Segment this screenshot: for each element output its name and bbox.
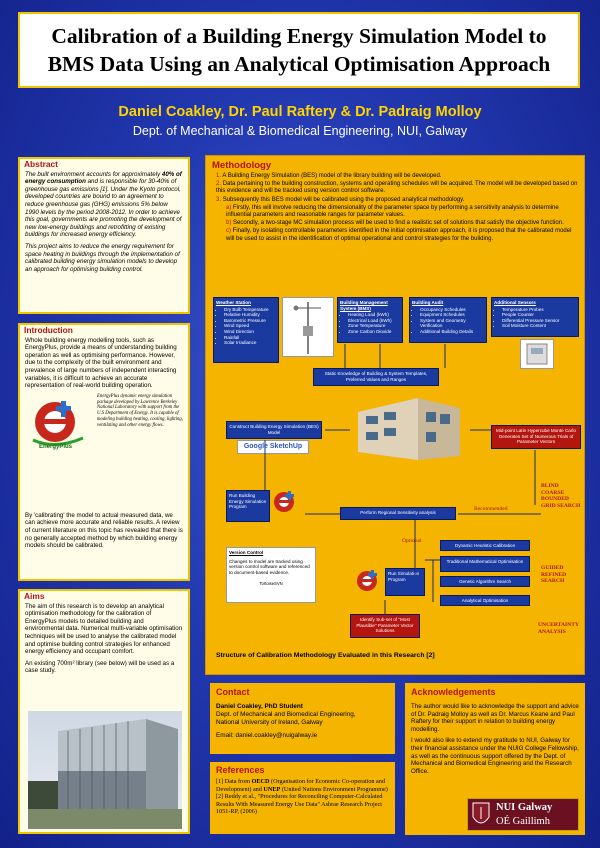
version-control-box: Version Control Changes to model are tra…	[226, 547, 316, 603]
run-simulation-box-2: Run Simulation Program	[385, 568, 425, 596]
energyplus-small-logo-2	[353, 567, 385, 597]
building-model-image	[348, 392, 466, 462]
identify-subset-box: Identify Sub-set of "Most Plausible" Par…	[350, 614, 420, 638]
abstract-title: Abstract	[24, 159, 58, 169]
step-2: 2. Data pertaining to the building const…	[216, 181, 578, 195]
methodology-caption: Structure of Calibration Methodology Eva…	[216, 652, 435, 659]
building-audit-box: Building Audit Occupancy SchedulesEquipm…	[409, 297, 487, 343]
guided-search-label: GUIDED REFINED SEARCH	[541, 565, 567, 585]
diagram-arrows	[264, 344, 541, 615]
energyplus-logo: EnergyPlus	[25, 394, 93, 456]
aims-title: Aims	[24, 591, 45, 601]
weather-mast-image	[282, 297, 334, 357]
bms-box: Building Management System (BMS) Heating…	[337, 297, 403, 343]
contact-email[interactable]: Email: daniel.coakley@nuigalway.ie	[216, 732, 318, 739]
google-sketchup-logo: Google SketchUp	[237, 440, 309, 454]
acknowledgements-title: Acknowledgements	[411, 687, 496, 697]
reference-1: [1] Data from OECD (Organisation for Eco…	[216, 778, 388, 793]
contact-box: Contact Daniel Coakley, PhD Student Dept…	[210, 683, 395, 754]
uncertainty-label: UNCERTAINTY ANALYSIS	[538, 622, 579, 635]
method-dynamic-heuristic: Dynamic Heuristic Calibration	[440, 540, 530, 551]
aims-box: Aims The aim of this research is to deve…	[18, 589, 190, 834]
weather-items: Dry Bulb TemperatureRelative Humidity Ba…	[224, 307, 276, 346]
title-banner: Calibration of a Building Energy Simulat…	[18, 12, 580, 88]
method-genetic: Genetic Algorithm Search	[440, 576, 530, 587]
contact-university: National University of Ireland, Galway	[216, 719, 323, 726]
step-1: 1. A Building Energy Simulation (BES) mo…	[216, 173, 442, 179]
contact-name: Daniel Coakley, PhD Student	[216, 703, 303, 710]
sensitivity-analysis-box: Perform Regional Sensitivity analysis	[340, 507, 456, 520]
tortoise-logo: TortoiseSVN	[259, 581, 283, 587]
optional-label: Optional	[402, 538, 422, 544]
method-analytical: Analytical Optimisation	[440, 595, 530, 606]
energyplus-wordmark: EnergyPlus	[39, 443, 73, 450]
acknowledgements-box: Acknowledgements The author would like t…	[405, 683, 585, 835]
weather-station-box: Weather Station Dry Bulb TemperatureRela…	[213, 297, 279, 363]
static-knowledge-box: Static Knowledge of Building & System Te…	[313, 368, 439, 386]
monte-carlo-box: Mid-point Latin Hypercube Monte Carlo Ge…	[491, 425, 581, 449]
energyplus-caption: EnergyPlus dynamic energy simulation pac…	[97, 393, 183, 428]
references-title: References	[216, 765, 265, 775]
methodology-steps: 1. A Building Energy Simulation (BES) mo…	[216, 173, 578, 243]
recommended-label: Recommended	[474, 506, 508, 512]
acknowledgements-text: The author would like to acknowledge the…	[411, 703, 579, 775]
abstract-text: The built environment accounts for appro…	[25, 170, 182, 273]
nui-galway-logo: NUI Galway OÉ Gaillimh	[467, 798, 579, 831]
abstract-box: Abstract The built environment accounts …	[18, 157, 190, 314]
references-list: [1] Data from OECD (Organisation for Eco…	[216, 778, 389, 816]
blind-search-label: BLIND COARSE BOUNDED GRID SEARCH	[541, 483, 581, 509]
energyplus-figure: EnergyPlus EnergyPlus dynamic energy sim…	[25, 394, 183, 456]
introduction-title: Introduction	[24, 325, 73, 335]
references-box: References [1] Data from OECD (Organisat…	[210, 762, 395, 834]
substep-a: a) Firstly, this will involve reducing t…	[226, 204, 559, 219]
substep-b: b) Secondly, a two-stage MC simulation p…	[226, 220, 564, 227]
sensor-device-image	[520, 339, 554, 369]
energyplus-small-logo-1	[270, 488, 302, 518]
title-line-1: Calibration of a Building Energy Simulat…	[51, 24, 547, 48]
methodology-title: Methodology	[212, 160, 272, 171]
run-simulation-box-1: Run Building Energy Simulation Program	[226, 490, 270, 522]
contact-title: Contact	[216, 687, 250, 697]
affiliation: Dept. of Mechanical & Biomedical Enginee…	[132, 124, 468, 138]
authors: Daniel Coakley, Dr. Paul Raftery & Dr. P…	[118, 104, 482, 120]
introduction-text: Whole building energy modelling tools, s…	[25, 336, 183, 550]
aims-text: The aim of this research is to develop a…	[25, 602, 183, 675]
step-3: 3. Subsequently this BES model will be c…	[216, 196, 465, 203]
additional-sensors-box: Additional Sensors Temperature ProbesPeo…	[491, 297, 579, 337]
substep-c: c) Finally, by isolating controllable pa…	[226, 228, 572, 242]
title-line-2: BMS Data Using an Analytical Optimisatio…	[47, 52, 551, 76]
introduction-box: Introduction Whole building energy model…	[18, 323, 190, 581]
method-traditional: Traditional Mathematical Optimisation	[440, 556, 530, 572]
reference-2: [2] Reddy et al., "Procedures for Reconc…	[216, 793, 383, 816]
construct-bes-box: Construct Building Energy Simulation (BE…	[226, 421, 322, 439]
poster-title: Calibration of a Building Energy Simulat…	[48, 22, 551, 78]
contact-dept: Dept. of Mechanical and Biomedical Engin…	[216, 711, 356, 718]
library-photo	[28, 711, 182, 829]
